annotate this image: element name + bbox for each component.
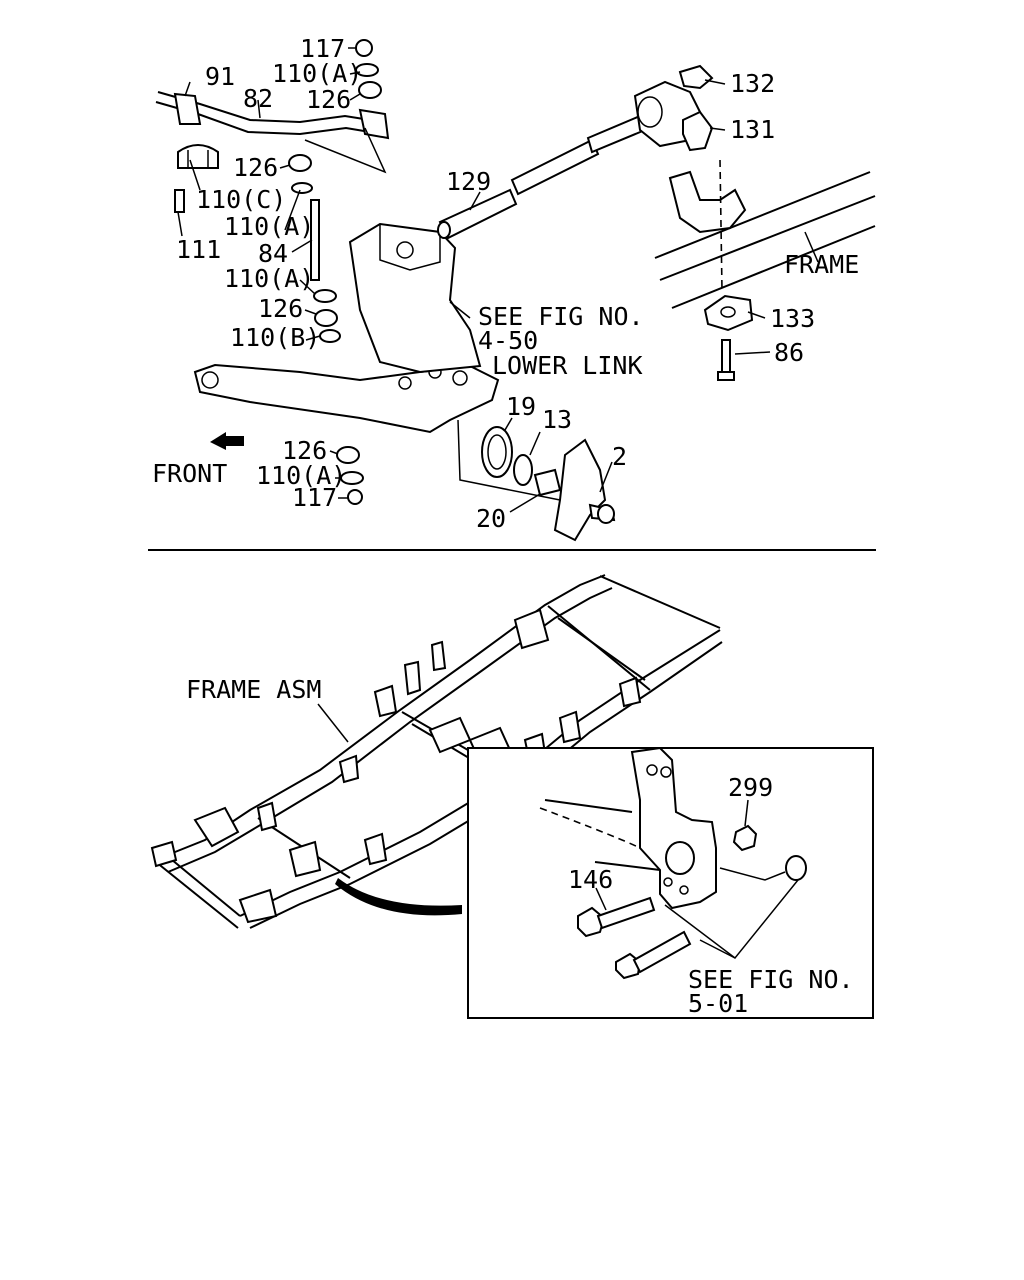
anchor-arm-131 [633,64,714,152]
bolt-111 [174,189,185,213]
label-126-3: 126 [258,294,303,323]
label-146: 146 [568,865,613,894]
label-117-top: 117 [300,34,345,63]
detail-arrow-icon [335,878,462,916]
see-fig-text-1: SEE FIG NO. [478,302,644,331]
torsion-bar-129 [437,114,647,240]
label-126-1: 126 [306,85,351,114]
front-text: FRONT [152,459,227,488]
label-126-4: 126 [282,436,327,465]
front-arrow-icon [210,432,244,450]
see-fig-text-2: SEE FIG NO. [688,965,854,994]
see-fig-number-1: 4-50 [478,326,538,355]
label-110a-1: 110(A) [272,59,362,88]
label-110a-4: 110(A) [256,461,346,490]
bolt-86 [717,339,735,381]
label-20: 20 [476,504,506,533]
frame-assembly [150,574,723,929]
label-132: 132 [730,69,775,98]
bracket-110c [177,144,219,169]
label-19: 19 [506,392,536,421]
label-86: 86 [774,338,804,367]
spacer-133 [703,294,754,332]
label-frame: FRAME [784,250,859,279]
label-133: 133 [770,304,815,333]
frame-rail-right [654,159,876,309]
label-91: 91 [205,62,235,91]
stabilizer-bar-82 [155,91,390,174]
label-13: 13 [542,405,572,434]
label-82: 82 [243,84,273,113]
lower-link-text: LOWER LINK [492,351,643,380]
label-110a-2: 110(A) [224,212,314,241]
see-fig-number-2: 5-01 [688,989,748,1018]
label-110b: 110(B) [230,323,320,352]
label-111: 111 [176,235,221,264]
label-126-2: 126 [233,153,278,182]
label-117-bottom: 117 [292,483,337,512]
frame-asm-callout: FRAME ASM [186,675,349,743]
lower-link-body [193,222,500,434]
label-110a-3: 110(A) [224,264,314,293]
detail-box: 299 146 SEE FIG NO. 5-01 [467,746,874,1019]
label-131: 131 [730,115,775,144]
upper-labels: 117 110(A) 91 82 126 126 110(C) 110(A) 8… [152,34,859,533]
label-2: 2 [612,442,627,471]
frame-asm-text: FRAME ASM [186,675,321,704]
upper-leaders [177,47,819,513]
label-84: 84 [258,239,288,268]
label-299: 299 [728,773,773,802]
label-129: 129 [446,167,491,196]
knuckle-assembly [457,419,616,542]
label-110c: 110(C) [196,185,286,214]
upper-assembly: 117 110(A) 91 82 126 126 110(C) 110(A) 8… [152,34,876,542]
